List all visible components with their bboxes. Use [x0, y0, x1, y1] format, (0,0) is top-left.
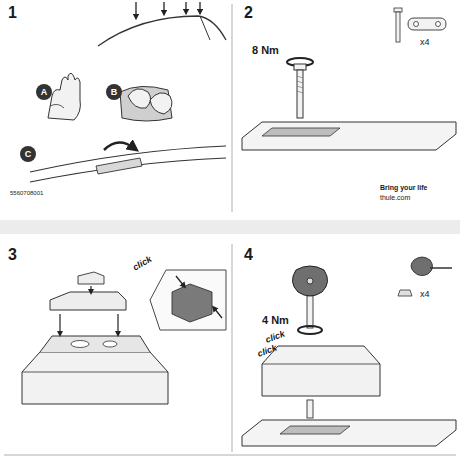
click-sound: click [264, 329, 286, 345]
step-callout: A [36, 84, 52, 100]
torque-value: 8 Nm [252, 44, 279, 56]
step-number: 4 [244, 246, 253, 264]
part-number: 5560708001 [10, 190, 43, 197]
step-number: 2 [244, 4, 253, 22]
callout-letter: C [25, 150, 32, 159]
quantity: x4 [420, 290, 430, 300]
callout-letter: B [111, 88, 118, 97]
brand-slogan: Bring your life [380, 184, 427, 192]
quantity: x4 [420, 38, 430, 48]
torque-value: 4 Nm [262, 314, 289, 326]
step-number: 3 [8, 246, 17, 264]
step-callout: C [20, 146, 36, 162]
step-number: 1 [8, 4, 17, 22]
click-sound: click [132, 255, 154, 274]
brand-url: thule.com [380, 194, 410, 202]
step-callout: B [106, 84, 122, 100]
callout-letter: A [41, 88, 48, 97]
